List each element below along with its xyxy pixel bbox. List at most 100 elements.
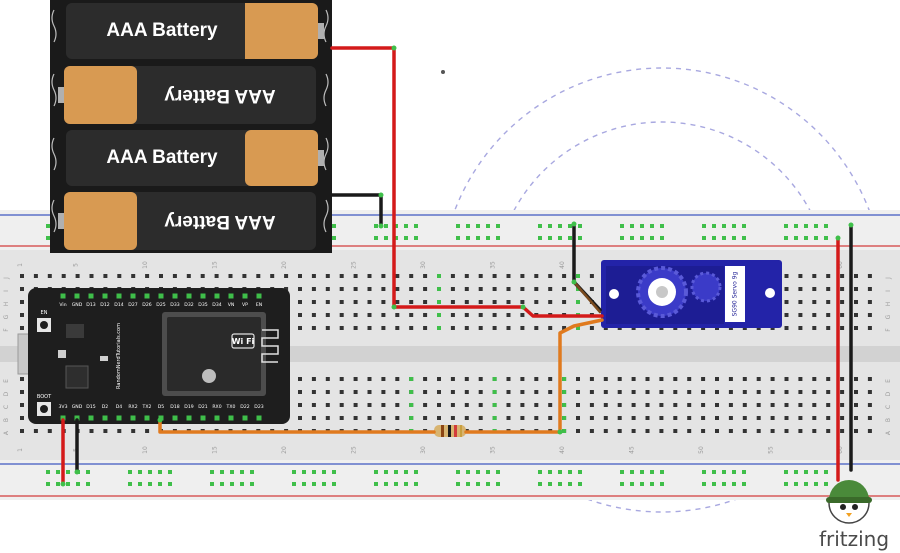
breadboard-hole <box>464 287 469 291</box>
breadboard-hole <box>812 287 817 291</box>
row-letter: B <box>3 418 10 422</box>
breadboard-hole <box>770 390 775 394</box>
breadboard-hole <box>631 429 636 433</box>
breadboard-hole <box>840 326 845 330</box>
breadboard-hole <box>325 390 330 394</box>
rail-hole <box>794 224 798 228</box>
breadboard-hole <box>840 429 845 433</box>
breadboard-hole <box>756 377 761 381</box>
rail-hole <box>578 470 582 474</box>
breadboard-hole <box>145 429 150 433</box>
breadboard-hole <box>728 416 733 420</box>
breadboard-hole <box>840 313 845 317</box>
breadboard-hole <box>812 377 817 381</box>
breadboard-hole <box>562 300 567 304</box>
breadboard-hole <box>867 390 872 394</box>
rail-hole <box>46 482 50 486</box>
breadboard-hole <box>20 300 24 304</box>
breadboard-hole <box>311 390 316 394</box>
breadboard-hole <box>214 274 219 278</box>
rail-hole <box>374 224 378 228</box>
rail-hole <box>486 470 490 474</box>
esp32-bottom-pin <box>130 415 136 421</box>
en-button[interactable] <box>37 318 51 332</box>
breadboard-hole <box>478 287 483 291</box>
esp32-top-pin-label: D33 <box>170 302 179 308</box>
breadboard-hole <box>450 300 455 304</box>
esp32-bottom-pin <box>228 415 234 421</box>
rail-hole <box>332 482 336 486</box>
rail-hole <box>404 224 408 228</box>
breadboard-hole <box>492 287 497 291</box>
breadboard-hole <box>311 313 316 317</box>
rail-hole <box>138 470 142 474</box>
esp32-top-pin <box>116 293 122 299</box>
rail-hole <box>630 236 634 240</box>
rail-hole <box>824 224 828 228</box>
rail-hole <box>742 224 746 228</box>
rail-hole <box>496 236 500 240</box>
esp32-top-pin-label: VN <box>228 302 235 308</box>
esp32-bottom-pin-label: TX2 <box>142 404 152 410</box>
row-letter: G <box>885 314 892 319</box>
rail-hole <box>538 224 542 228</box>
breadboard-hole <box>867 300 872 304</box>
rail-hole <box>640 482 644 486</box>
rail-hole <box>578 224 582 228</box>
breadboard-hole <box>659 390 664 394</box>
esp32-top-pin-label: D32 <box>184 302 193 308</box>
rail-hole <box>742 470 746 474</box>
breadboard-hole <box>798 403 803 407</box>
esp32-top-pin-label: GND <box>72 302 83 308</box>
rail-hole <box>804 236 808 240</box>
breadboard-hole <box>325 416 330 420</box>
esp32-top-pin <box>214 293 220 299</box>
rail-hole <box>394 224 398 228</box>
breadboard-hole <box>589 377 594 381</box>
breadboard-hole <box>325 377 330 381</box>
breadboard-hole <box>381 326 386 330</box>
battery-pack: AAA Battery AAA Battery AAA Battery AAA … <box>50 0 332 253</box>
espressif-logo <box>202 369 216 383</box>
row-letter: F <box>885 328 892 332</box>
rail-hole <box>804 224 808 228</box>
breadboard-hole <box>854 313 858 317</box>
breadboard-hole <box>534 416 539 420</box>
breadboard-hole <box>20 274 24 278</box>
breadboard-hole <box>437 403 441 407</box>
breadboard-hole <box>534 274 539 278</box>
breadboard-hole <box>103 274 108 278</box>
rail-hole <box>240 482 244 486</box>
breadboard-hole <box>367 313 372 317</box>
breadboard-hole <box>701 403 706 407</box>
breadboard-hole <box>534 377 539 381</box>
esp32-top-pin <box>88 293 94 299</box>
breadboard-hole <box>381 377 386 381</box>
breadboard-hole <box>20 326 24 330</box>
breadboard-hole <box>159 274 163 278</box>
breadboard-hole <box>715 390 719 394</box>
boot-button[interactable] <box>37 402 51 416</box>
rail-hole <box>784 470 788 474</box>
breadboard-hole <box>464 377 469 381</box>
rail-hole <box>332 236 336 240</box>
rail-hole <box>332 470 336 474</box>
breadboard-hole <box>311 300 316 304</box>
breadboard-hole <box>353 416 358 420</box>
breadboard-hole <box>47 429 52 433</box>
breadboard-hole <box>520 313 525 317</box>
esp32-bottom-pin <box>200 415 206 421</box>
breadboard-hole <box>464 403 469 407</box>
breadboard-hole <box>798 390 803 394</box>
breadboard-hole <box>826 390 831 394</box>
rail-hole <box>712 224 716 228</box>
esp32-top-pin <box>60 293 66 299</box>
column-number: 20 <box>281 261 288 269</box>
breadboard-hole <box>381 313 386 317</box>
row-letter: G <box>3 314 10 319</box>
breadboard-hole-active <box>562 377 567 381</box>
column-number: 40 <box>559 261 566 269</box>
smd-part <box>100 356 108 361</box>
breadboard-hole <box>353 403 358 407</box>
